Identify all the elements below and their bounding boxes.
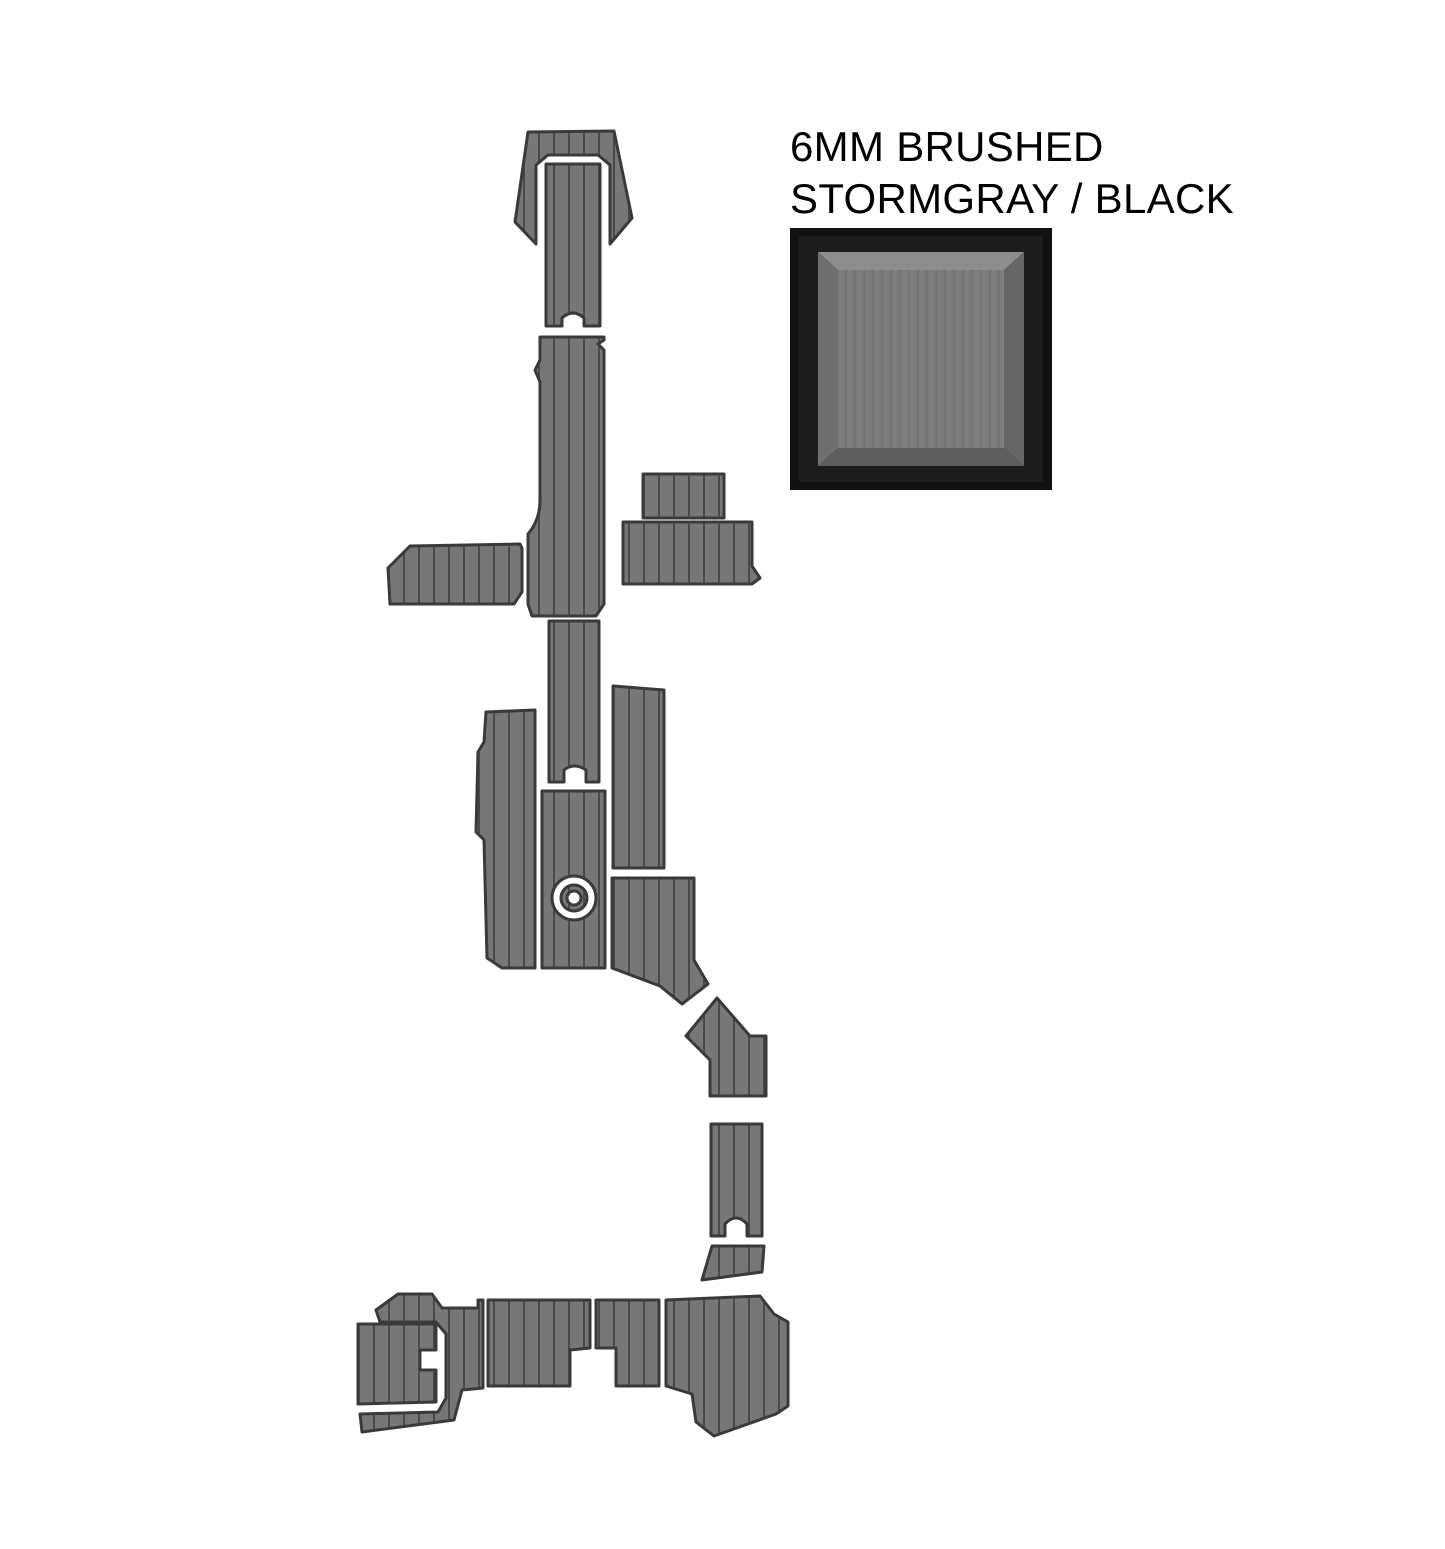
mid-right-piece <box>611 684 666 870</box>
right-mid-piece <box>621 520 762 586</box>
bow-center-piece <box>544 162 602 328</box>
angled-connector-piece <box>684 996 768 1098</box>
bow-u-piece <box>513 129 634 246</box>
stern-connector-piece <box>709 1122 764 1238</box>
mid-right-lower-piece <box>610 876 710 1006</box>
product-label-material: 6MM BRUSHED <box>790 123 1104 170</box>
mid-center-piece <box>547 619 601 784</box>
small-top-right-piece <box>641 472 726 520</box>
left-mid-piece <box>386 542 524 606</box>
stern-small-wedge-piece <box>700 1244 766 1282</box>
center-long-piece <box>526 335 606 618</box>
stern-right-piece <box>664 1294 790 1438</box>
color-swatch <box>790 228 1052 490</box>
stern-center-piece <box>594 1298 661 1388</box>
drain-ring-outer <box>550 874 598 922</box>
mid-left-piece <box>474 708 537 970</box>
stern-left-inner-piece <box>356 1322 438 1406</box>
product-label-color: STORMGRAY / BLACK <box>790 175 1234 222</box>
stern-center-left-piece <box>486 1298 592 1388</box>
stern-left-outer-piece <box>358 1292 485 1434</box>
drain-hole <box>565 889 583 907</box>
